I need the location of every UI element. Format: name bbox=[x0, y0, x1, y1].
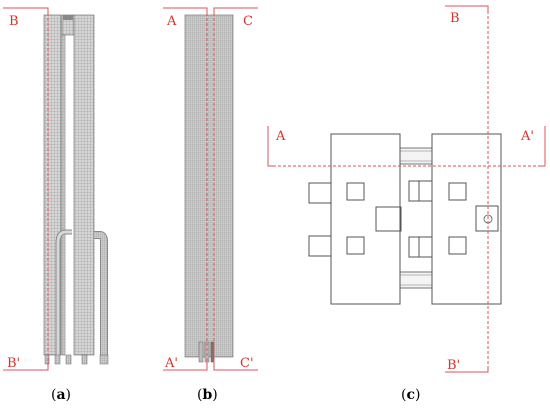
section-bracket-top bbox=[3, 7, 49, 14]
left-block bbox=[330, 133, 401, 305]
panel-c: A A' B B' (c) bbox=[267, 5, 546, 403]
nozzle-right bbox=[210, 341, 215, 363]
outer-square-left-top bbox=[308, 182, 332, 204]
bracket-b-bottom bbox=[445, 366, 489, 373]
bracket-c-bottom bbox=[213, 362, 258, 371]
mid-square-top-right bbox=[418, 180, 433, 202]
nozzle-left bbox=[198, 341, 204, 363]
bottom-stub-4 bbox=[81, 354, 88, 365]
bracket-a-top bbox=[163, 7, 208, 14]
caption-a: (a) bbox=[51, 387, 71, 403]
mid-column-mesh bbox=[61, 34, 66, 356]
bracket-b-top bbox=[445, 5, 489, 12]
caption-b: (b) bbox=[197, 387, 218, 403]
mid-square-top-left bbox=[408, 180, 420, 202]
inner-square-2 bbox=[346, 236, 365, 255]
bracket-a-right bbox=[539, 126, 546, 167]
outer-square-right bbox=[475, 205, 499, 232]
label-a: A bbox=[166, 14, 177, 29]
bottom-stub-5 bbox=[99, 354, 109, 365]
wall-mesh bbox=[184, 14, 234, 358]
top-dark-cap bbox=[63, 15, 73, 20]
inner-square-4 bbox=[448, 236, 467, 255]
panel-a: B B' (a) bbox=[3, 7, 109, 403]
label-c-a-prime: A' bbox=[520, 129, 534, 144]
label-b-prime: B' bbox=[7, 356, 20, 371]
label-c: C bbox=[243, 14, 253, 29]
mid-square-bottom-right bbox=[418, 236, 433, 258]
inner-square-1 bbox=[346, 182, 365, 201]
label-c-b-prime: B' bbox=[447, 358, 460, 373]
mid-square-bottom-left bbox=[408, 236, 420, 258]
inner-square-3 bbox=[448, 182, 467, 201]
bracket-a-bottom bbox=[163, 362, 208, 371]
label-c-b: B bbox=[450, 11, 460, 26]
outer-square-left-bottom bbox=[308, 235, 332, 257]
label-c-a: A bbox=[275, 129, 286, 144]
label-c-prime: C' bbox=[240, 356, 254, 371]
bottom-stub-3 bbox=[65, 354, 72, 365]
label-a-prime: A' bbox=[164, 356, 178, 371]
right-block bbox=[431, 133, 502, 305]
bottom-stub-1 bbox=[44, 354, 50, 365]
panel-b: A C A' C' (b) bbox=[163, 7, 258, 403]
bracket-a-left bbox=[267, 126, 274, 167]
bracket-c-top bbox=[213, 7, 258, 14]
caption-c: (c) bbox=[401, 387, 420, 403]
connector-top bbox=[399, 147, 433, 165]
center-square bbox=[375, 206, 402, 232]
label-b: B bbox=[9, 14, 19, 29]
connector-bottom bbox=[399, 271, 433, 289]
section-bracket-bottom bbox=[3, 362, 49, 371]
right-column-mesh bbox=[73, 14, 95, 356]
bottom-stub-2 bbox=[54, 354, 61, 365]
